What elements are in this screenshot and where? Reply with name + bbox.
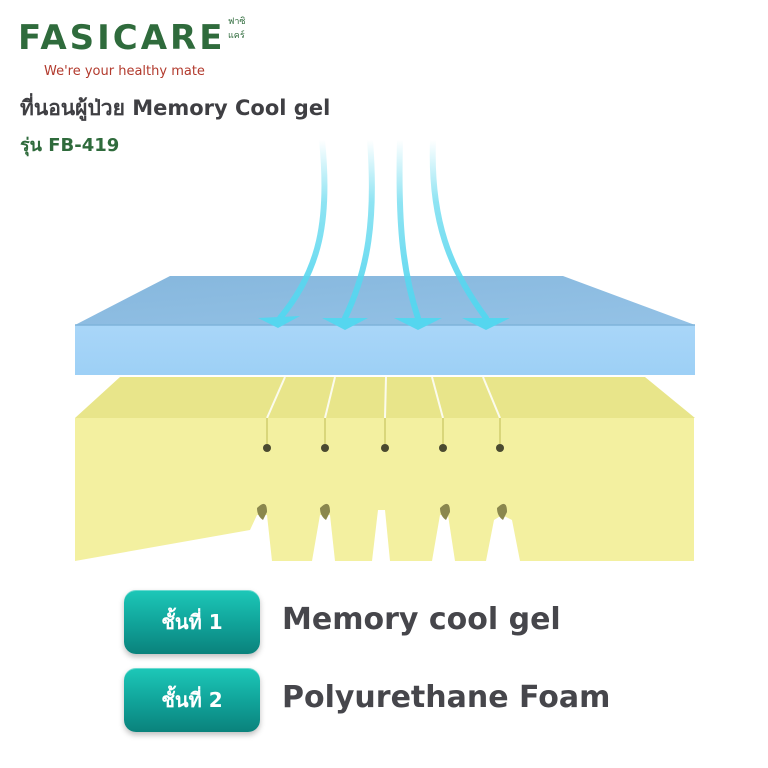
airflow-arrow-icon xyxy=(277,137,328,321)
layer-1-label: Memory cool gel xyxy=(282,602,561,637)
brand-tagline: We're your healthy mate xyxy=(44,64,205,79)
layer-1-badge: ชั้นที่ 1 xyxy=(124,590,260,654)
airflow-arrow-icon xyxy=(429,137,489,321)
mattress-layers-illustration xyxy=(75,137,695,561)
gel-layer-front xyxy=(75,325,695,375)
gel-layer-top xyxy=(75,276,695,325)
layer-2-label: Polyurethane Foam xyxy=(282,680,611,715)
airflow-arrow-icon xyxy=(396,137,421,321)
brand-logo: FASICARE ฟาซิแคร์ We're your healthy mat… xyxy=(14,14,254,84)
brand-name: FASICARE xyxy=(18,18,226,58)
airflow-arrow-icon xyxy=(342,137,375,321)
airflow-arrows xyxy=(277,137,489,321)
product-title: ที่นอนผู้ป่วย Memory Cool gel xyxy=(20,96,331,120)
gel-layer xyxy=(75,276,695,375)
product-model: รุ่น FB-419 xyxy=(20,135,120,156)
foam-layer-front xyxy=(75,418,694,561)
brand-thai-name: ฟาซิแคร์ xyxy=(228,17,246,41)
layer-2-badge: ชั้นที่ 2 xyxy=(124,668,260,732)
foam-layer xyxy=(75,376,695,561)
